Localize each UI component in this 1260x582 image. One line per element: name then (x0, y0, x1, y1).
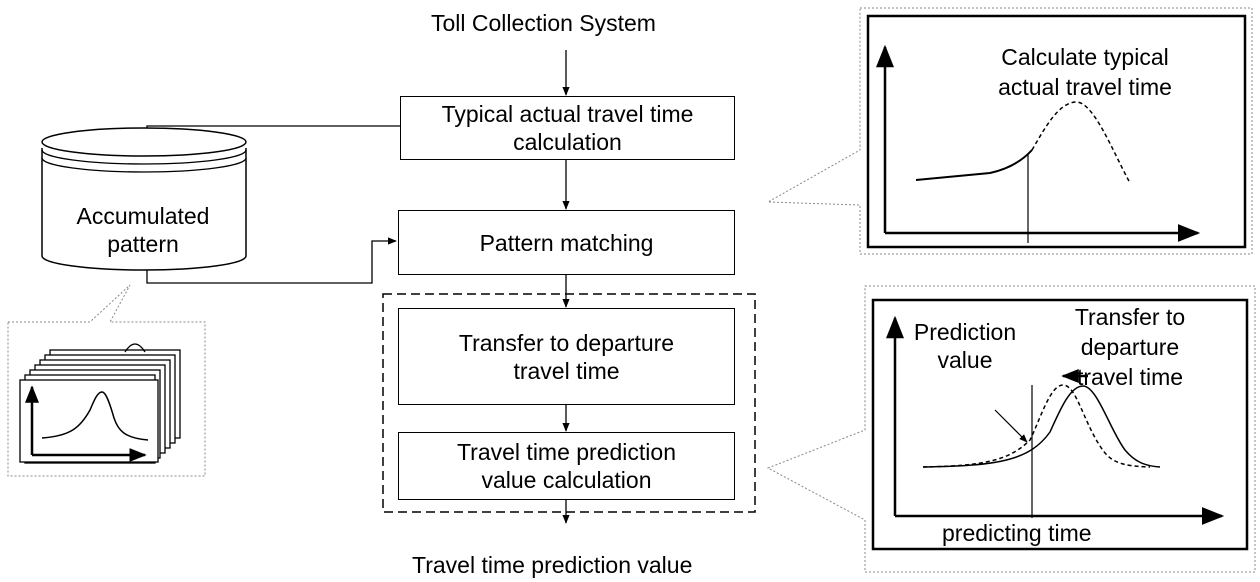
typical-travel-time-callout (766, 7, 1253, 255)
typical-travel-time-calculation-label: Typical actual travel time calculation (441, 101, 694, 155)
transfer-to-departure-label: Transfer to departure travel time (458, 329, 675, 384)
transfer-to-departure-box: Transfer to departure travel time (398, 308, 735, 405)
toll-collection-system-label: Toll Collection System (431, 10, 656, 36)
calculate-typical-label: Calculate typical actual travel time (998, 44, 1172, 100)
arrow-database-to-matching (146, 237, 397, 284)
prediction-value-callout (766, 285, 1256, 573)
accumulated-pattern-label: Accumulated pattern (76, 203, 210, 257)
travel-time-prediction-value-label: Travel time prediction value (412, 552, 693, 578)
prediction-value-calculation-label: Travel time prediction value calculation (456, 439, 676, 493)
predicting-time-label: predicting time (942, 520, 1092, 546)
transfer-graph-label: Transfer to departure travel time (1074, 304, 1186, 390)
pattern-matching-label: Pattern matching (479, 229, 654, 256)
pattern-matching-box: Pattern matching (398, 210, 735, 275)
pattern-stack-callout (7, 284, 206, 477)
prediction-value-calculation-box: Travel time prediction value calculation (398, 432, 735, 500)
typical-travel-time-calculation-box: Typical actual travel time calculation (400, 96, 735, 160)
prediction-value-graph-label: Prediction value (913, 319, 1017, 373)
prediction-group-frame (382, 293, 756, 513)
accumulated-pattern-database (41, 127, 247, 271)
